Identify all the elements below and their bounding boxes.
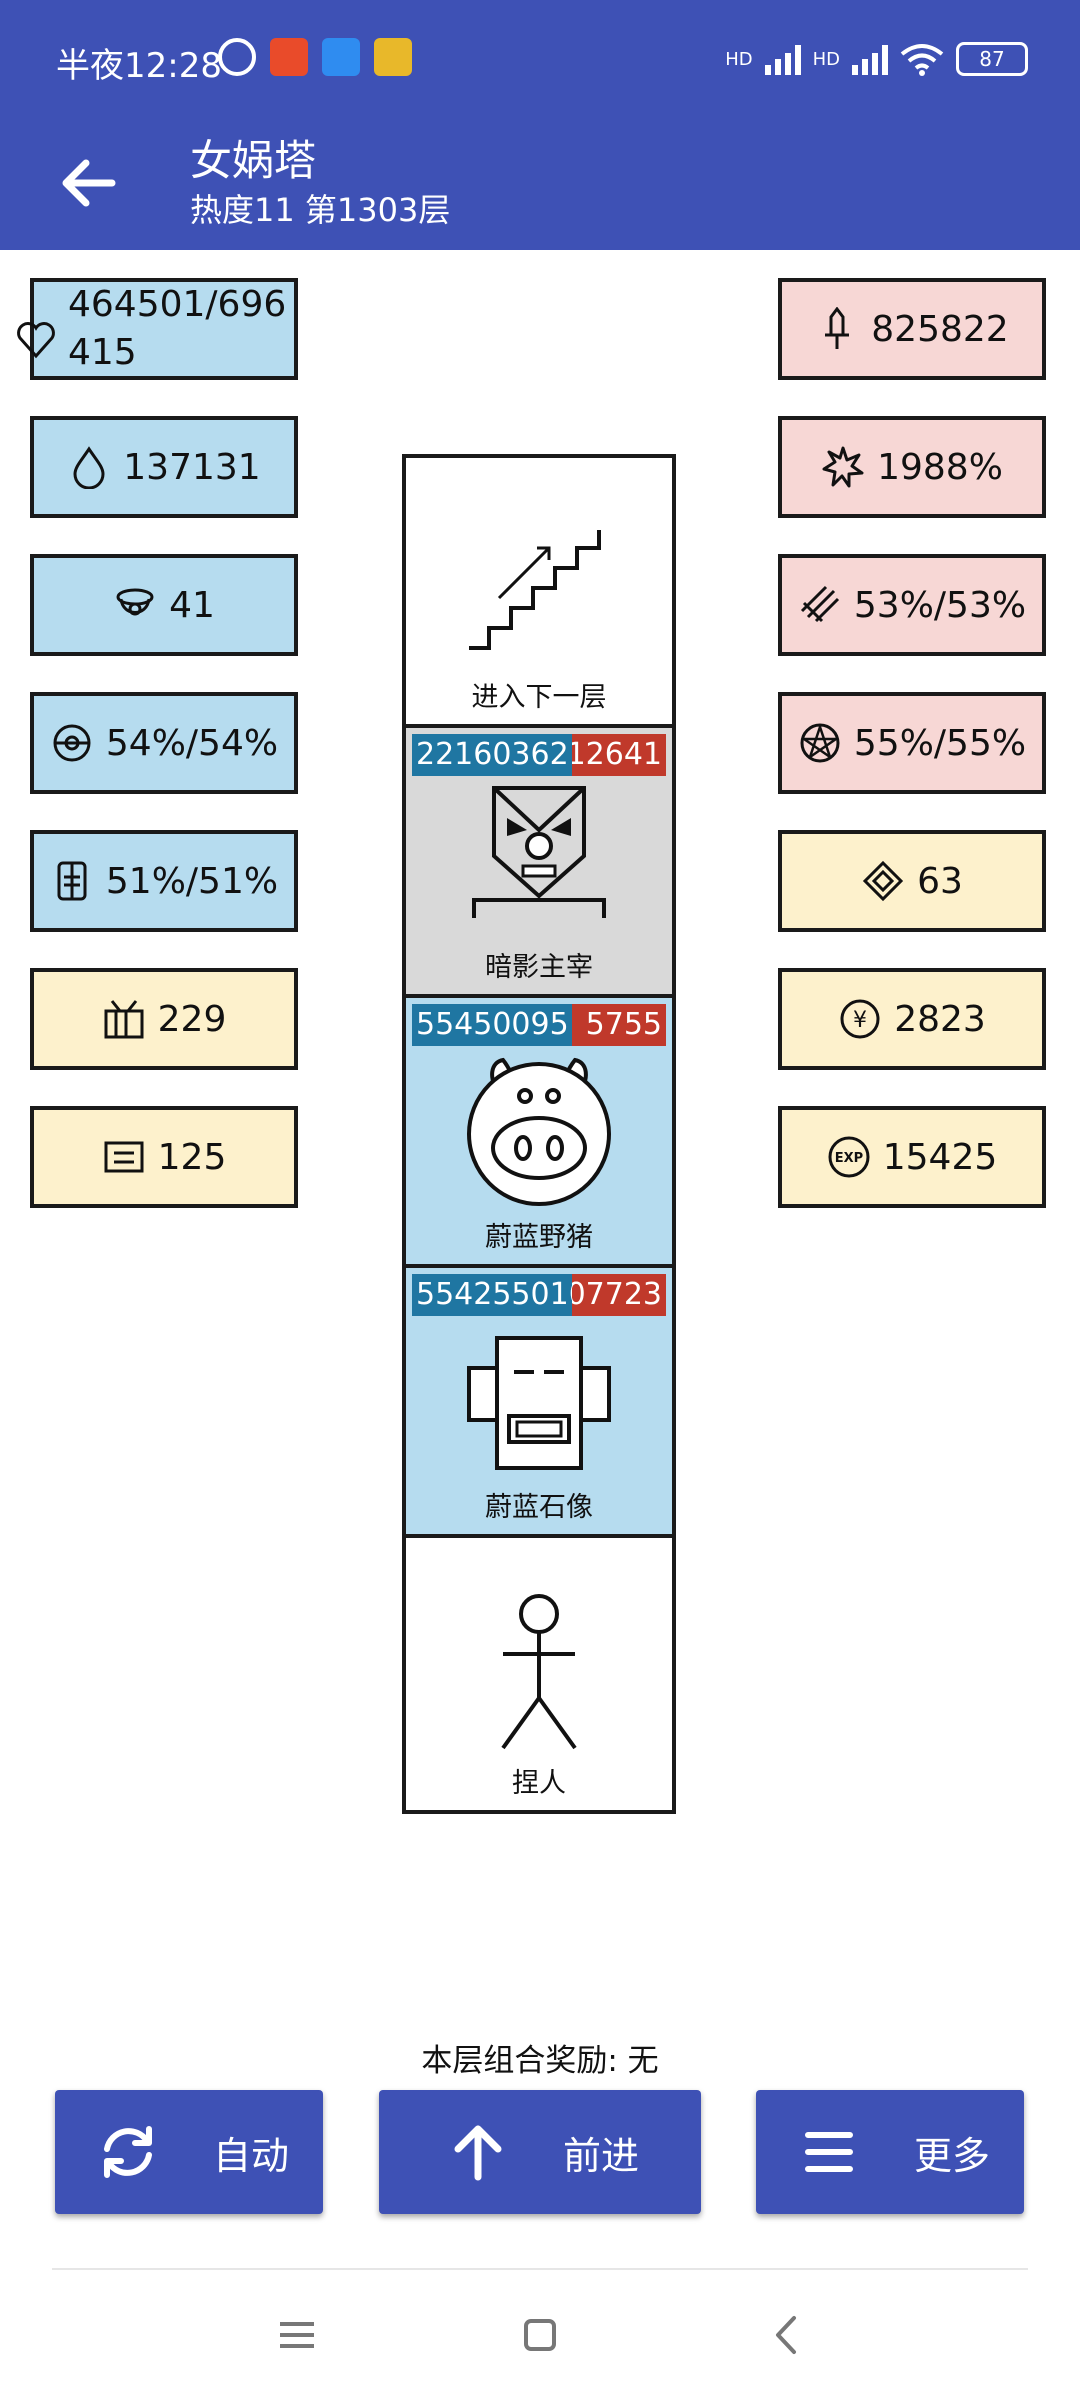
coupon-app-icon <box>270 38 308 76</box>
page-subtitle: 热度11 第1303层 <box>190 191 451 229</box>
stat-mana: 137131 <box>30 416 298 518</box>
stat-pierce: 53%/53% <box>778 554 1046 656</box>
tower-column: 进入下一层 22160362 12641 暗影主宰 55450095 5755 … <box>402 454 676 1814</box>
stat-block: 51%/51% <box>30 830 298 932</box>
cell-label: 暗影主宰 <box>485 952 593 983</box>
battery-icon: 87 <box>956 42 1028 76</box>
monster-attack: 5755 <box>572 1004 666 1046</box>
stat-hp: 464501/696415 <box>17 278 298 380</box>
tower-cell-monster[interactable]: 55450095 5755 蔚蓝野猪 <box>406 998 672 1268</box>
back-nav-icon[interactable] <box>752 2300 822 2370</box>
tower-cell-player[interactable]: 捏人 <box>406 1538 672 1810</box>
auto-button[interactable]: 自动 <box>55 2090 323 2214</box>
network-label-2: HD <box>812 48 840 70</box>
stat-value: 63 <box>917 860 963 902</box>
yen-coin-icon: ¥ <box>840 999 880 1039</box>
monster-attack: 07723 <box>572 1274 666 1316</box>
stat-value: 1988% <box>877 446 1003 488</box>
stat-crates: 229 <box>30 968 298 1070</box>
alarm-icon <box>218 38 256 76</box>
arrow-up-icon <box>454 2125 502 2181</box>
diamond-icon <box>862 860 904 902</box>
stat-value: 229 <box>157 998 227 1040</box>
stat-value: 15425 <box>882 1136 998 1178</box>
auto-button-label: 自动 <box>213 2133 290 2178</box>
dingtalk-app-icon <box>322 38 360 76</box>
helmet-icon <box>116 588 154 616</box>
stat-crit-damage: 1988% <box>778 416 1046 518</box>
cell-label: 进入下一层 <box>471 682 607 713</box>
tower-cell-monster[interactable]: 554255010 07723 蔚蓝石像 <box>406 1268 672 1538</box>
stat-value: 2823 <box>894 998 986 1040</box>
game-app-icon <box>374 38 412 76</box>
tower-cell-monster[interactable]: 22160362 12641 暗影主宰 <box>406 728 672 998</box>
stat-gold: ¥ 2823 <box>778 968 1046 1070</box>
menu-icon <box>805 2132 853 2172</box>
nav-divider <box>52 2268 1028 2270</box>
tower-cell-next-floor[interactable]: 进入下一层 <box>406 458 672 728</box>
back-arrow-icon[interactable] <box>52 147 124 219</box>
app-bar: 女娲塔 热度11 第1303层 <box>0 125 1080 250</box>
cell-label: 蔚蓝石像 <box>485 1492 593 1523</box>
more-button-label: 更多 <box>914 2133 991 2178</box>
crate-icon <box>104 1000 144 1039</box>
stat-defense: 41 <box>30 554 298 656</box>
forward-button[interactable]: 前进 <box>379 2090 701 2214</box>
pentagram-icon <box>800 723 840 763</box>
svg-text:¥: ¥ <box>853 1008 867 1033</box>
sword-icon <box>825 307 850 349</box>
monster-hp: 55450095 <box>412 1004 572 1046</box>
stat-value: 464501/696415 <box>68 284 287 373</box>
stat-resist: 54%/54% <box>30 692 298 794</box>
cell-label: 捏人 <box>512 1768 566 1799</box>
stat-attack: 825822 <box>778 278 1046 380</box>
monster-hp: 554255010 <box>412 1274 572 1316</box>
refresh-icon <box>104 2126 152 2178</box>
system-indicators: HD HD 87 <box>725 42 1028 76</box>
stat-value: 825822 <box>871 308 1009 350</box>
forward-button-label: 前进 <box>563 2133 640 2178</box>
burst-icon <box>822 446 864 488</box>
stat-magic: 55%/55% <box>778 692 1046 794</box>
stat-value: 54%/54% <box>105 722 279 764</box>
stat-value: 41 <box>169 584 215 626</box>
stat-value: 55%/55% <box>853 722 1027 764</box>
cell-label: 蔚蓝野猪 <box>485 1222 593 1253</box>
signal-icon-2 <box>852 43 888 75</box>
shadow-mask-icon <box>472 786 606 918</box>
stat-value: 137131 <box>123 446 261 488</box>
stat-exp: EXP 15425 <box>778 1106 1046 1208</box>
network-label-1: HD <box>725 48 753 70</box>
scroll-icon <box>104 1141 144 1173</box>
status-time: 半夜12:28 <box>56 46 222 86</box>
stat-value: 51%/51% <box>105 860 279 902</box>
recent-apps-icon[interactable] <box>262 2300 332 2370</box>
drop-icon <box>73 446 105 489</box>
armor-icon <box>57 861 87 901</box>
exp-icon: EXP <box>828 1136 870 1178</box>
notification-icons <box>218 38 412 76</box>
wifi-icon <box>900 44 944 76</box>
floor-reward-text: 本层组合奖励: 无 <box>421 2043 659 2079</box>
pig-icon <box>467 1057 611 1206</box>
page-title: 女娲塔 <box>190 136 317 185</box>
stick-figure-icon <box>501 1594 577 1750</box>
monster-hp: 22160362 <box>412 734 572 776</box>
home-icon[interactable] <box>505 2300 575 2370</box>
stairs-icon <box>469 530 601 650</box>
stat-value: 53%/53% <box>853 584 1027 626</box>
signal-icon-1 <box>764 43 801 75</box>
statue-icon <box>467 1336 611 1470</box>
stat-scrolls: 125 <box>30 1106 298 1208</box>
more-button[interactable]: 更多 <box>756 2090 1024 2214</box>
status-bar: 半夜12:28 HD HD 87 <box>0 0 1080 125</box>
monster-attack: 12641 <box>572 734 666 776</box>
battery-level: 87 <box>979 47 1005 71</box>
slash-icon <box>800 585 839 623</box>
stat-value: 125 <box>157 1136 227 1178</box>
svg-text:EXP: EXP <box>835 1151 863 1166</box>
heart-icon <box>17 322 55 359</box>
shield-orb-icon <box>53 724 91 762</box>
stat-gems: 63 <box>778 830 1046 932</box>
